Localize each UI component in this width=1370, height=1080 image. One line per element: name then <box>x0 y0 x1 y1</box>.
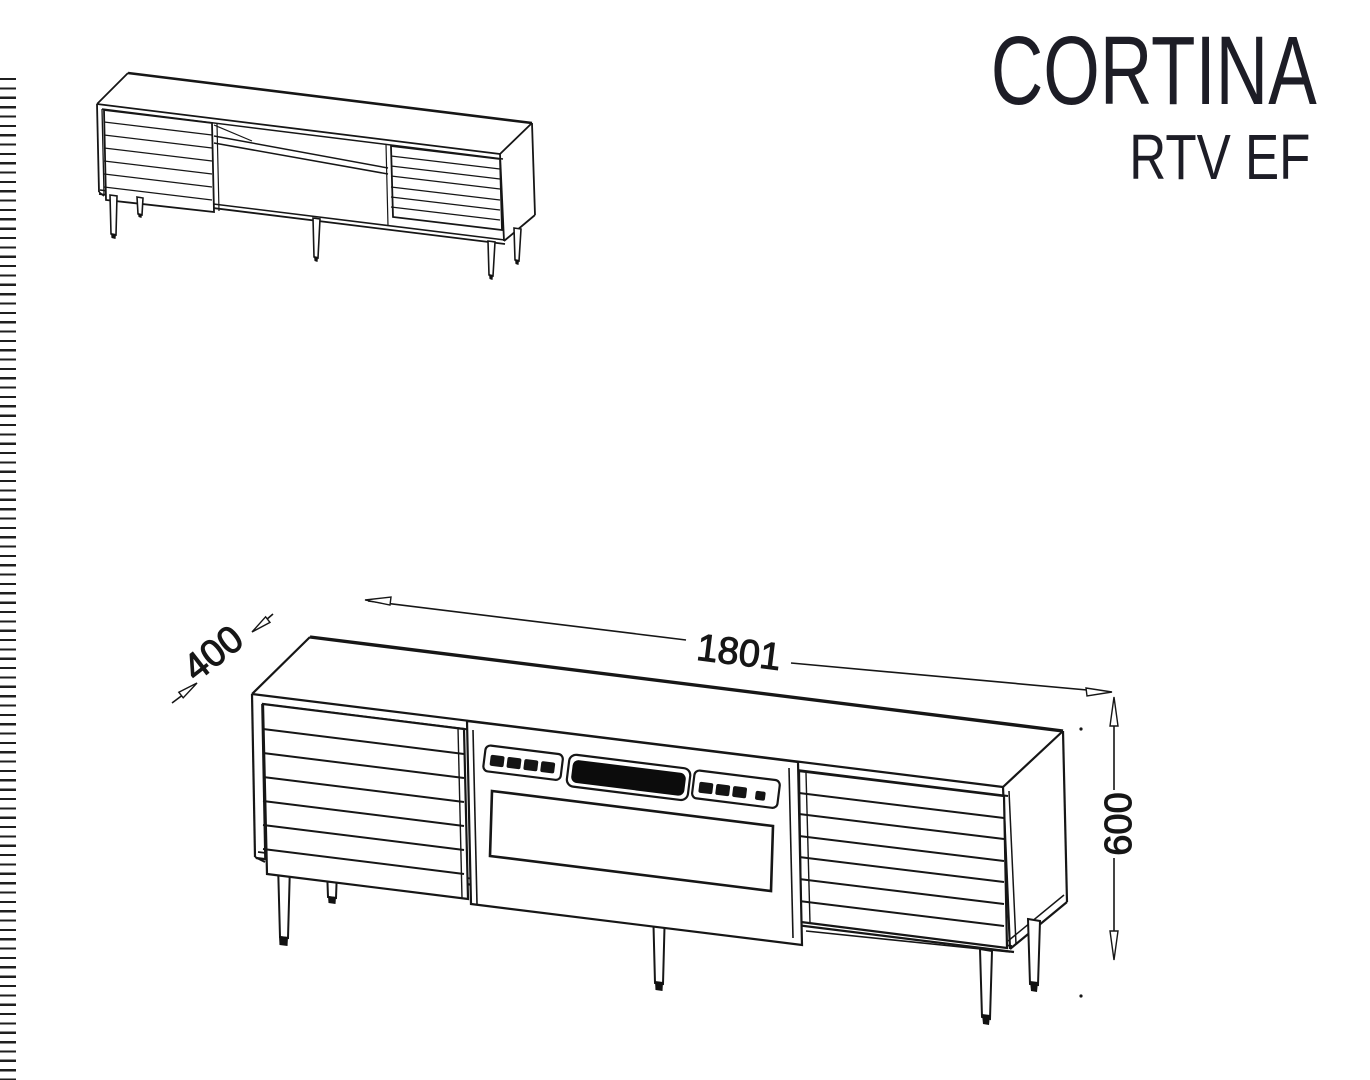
rear-left-slat-panel <box>103 108 215 214</box>
arrowhead-right <box>1085 687 1113 697</box>
rear-legs <box>109 194 522 280</box>
rear-open-shelf-section <box>213 123 389 227</box>
rear-view-drawing <box>96 71 536 280</box>
fireplace-left-buttons <box>489 754 556 774</box>
fireplace-left-controls <box>482 744 564 781</box>
main-right-slats <box>798 792 1005 927</box>
rear-right-slats <box>390 155 501 221</box>
rear-right-slat-panel <box>390 144 503 232</box>
model-title: RTV EF <box>1128 121 1310 193</box>
arrowhead-top <box>1109 696 1119 727</box>
title-block: CORTINA RTV EF <box>890 0 1370 210</box>
height-dimension-label: 600 <box>1098 792 1140 855</box>
main-right-panel <box>797 769 1011 953</box>
arrowhead-bottom <box>1109 930 1119 961</box>
arrowhead-left <box>364 596 392 606</box>
fireplace-right-buttons <box>698 781 766 801</box>
dimension-height: 600 <box>1098 696 1141 961</box>
main-left-door <box>261 702 470 901</box>
main-drawing <box>250 635 1083 1025</box>
plot-specks <box>1079 727 1083 998</box>
depth-dimension-label: 400 <box>176 618 252 690</box>
dimension-width: 1801 <box>364 596 1113 697</box>
rear-left-slats <box>103 121 213 201</box>
rear-left-side <box>96 103 105 197</box>
arrowhead-depth-lower <box>177 682 198 699</box>
page-edge-ticks <box>0 78 16 1080</box>
main-left-slats <box>262 728 465 875</box>
rear-right-side <box>499 122 536 242</box>
fireplace-door <box>465 719 804 947</box>
fireplace-right-controls <box>691 769 781 809</box>
fireplace-display <box>565 753 692 802</box>
fireplace-window <box>488 789 775 893</box>
brand-title: CORTINA <box>990 16 1317 125</box>
arrowhead-depth-upper <box>251 615 272 633</box>
width-dimension-label: 1801 <box>694 627 783 679</box>
